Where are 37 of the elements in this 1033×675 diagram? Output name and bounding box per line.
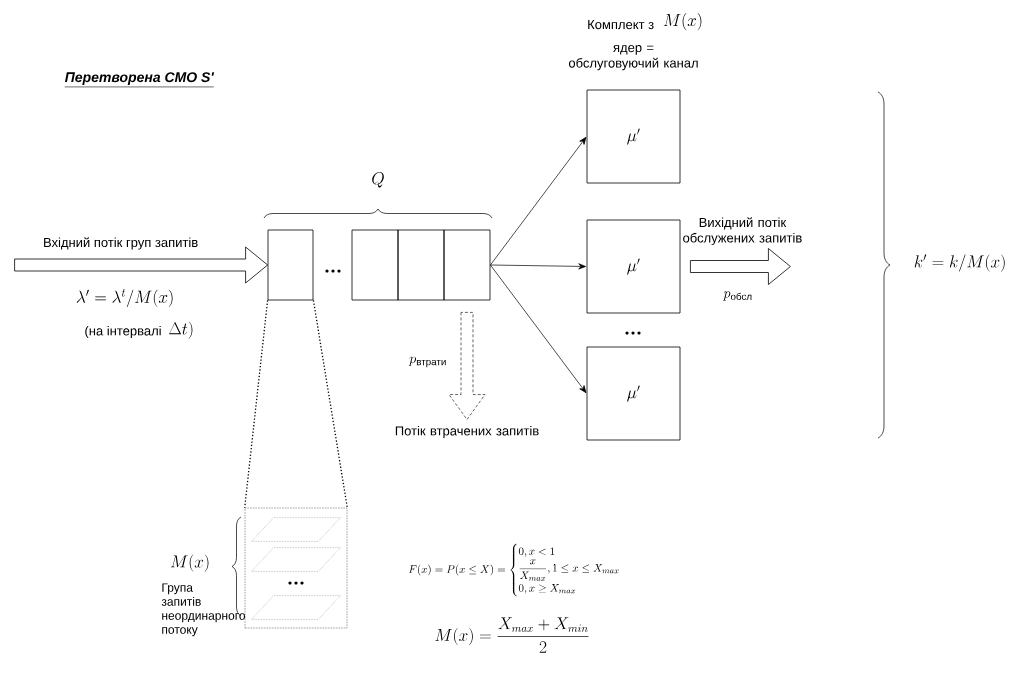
caption-text: ядер = обслуговуючий канал [568,45,698,71]
server-box: $\mu'$ [586,89,681,184]
group-box [244,507,348,629]
block-arrow [448,312,486,420]
queue-cell [351,229,399,301]
request-sheet [251,595,341,620]
brace-label: $M(x)$ [170,554,209,572]
request-sheet [251,547,341,572]
queue-cell [443,229,491,301]
block-arrow [690,248,791,285]
formula: $\Delta t)$ [169,321,193,339]
caption-text: Група запитів неординарного потоку [161,583,246,637]
queue-cell [397,229,445,301]
brace-label: $Q$ [372,172,384,188]
brace-label: $k' = k/M(x)$ [914,254,1005,272]
note-text: (на інтервалі [85,325,161,339]
text-label: Потік втрачених запитів [395,425,539,439]
zoom-line [244,299,269,509]
formula: $M(x) = \frac{X_{max} + X_{min}}{2}$ [435,617,589,653]
edge-label: Вихідний потік обслужених запитів [683,217,802,246]
caption-text: Комплект з [588,20,654,30]
formula: $p_{\text{втрати}}$ [408,356,446,368]
zoom-line [312,299,348,509]
title: Перетворена СМО S' [64,72,215,88]
request-sheet [251,517,341,542]
formula: $\lambda' = \lambda^t/M(x)$ [76,288,173,307]
block-arrow [14,246,268,284]
edge-label: Вхідний потік груп запитів [44,237,198,250]
arrow [490,136,587,266]
arrow [490,264,587,394]
server-box: $\mu'$ [586,346,681,441]
queue-cell [267,229,314,301]
formula: $p_{\text{обсл}}$ [723,291,752,301]
formula: $F(x) = P(x \le X) = \begin{cases} 0, x < 1 \\ \dfrac{x}{X_{max}}, 1 \le x \le X_{max} \\ 0, x \ge X_{max} \end{cases}$ [408,543,619,597]
server-box: $\mu'$ [586,219,681,314]
formula: $M(x)$ [663,13,702,31]
arrow [490,263,586,270]
